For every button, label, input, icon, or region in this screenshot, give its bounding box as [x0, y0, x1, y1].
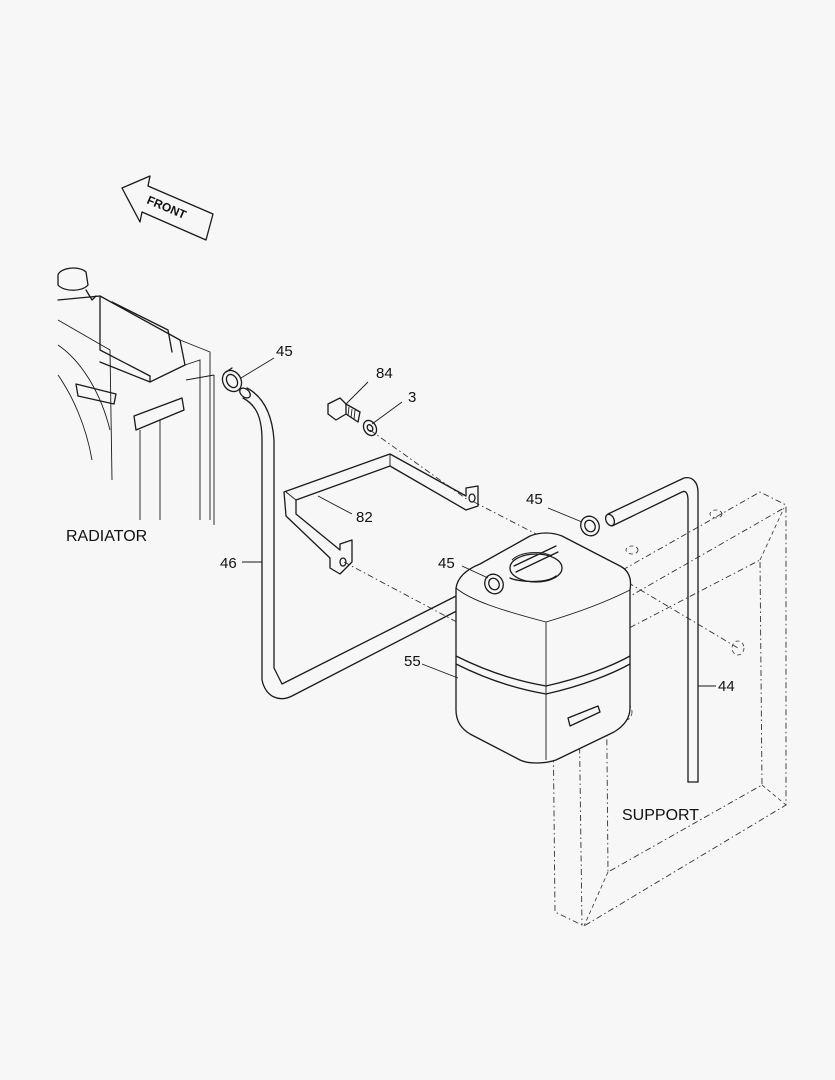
front-label: FRONT [145, 193, 189, 222]
hose-46 [239, 387, 477, 700]
radiator [57, 267, 215, 525]
callout-clamp-top: 45 [276, 343, 293, 360]
hose-44 [604, 476, 699, 783]
front-arrow: FRONT [121, 175, 214, 241]
callout-washer: 3 [408, 389, 416, 406]
clamp-45-tank [484, 573, 504, 595]
clamp-45-top [221, 367, 243, 393]
callout-bracket: 82 [356, 509, 373, 526]
callout-clamp-right: 45 [526, 491, 543, 508]
callout-hose-right: 44 [718, 678, 735, 695]
clamp-45-right [580, 515, 600, 537]
callout-bolt: 84 [376, 365, 393, 382]
support-label: SUPPORT [622, 807, 699, 824]
callout-numbers: 45 84 3 82 45 45 46 55 44 [220, 343, 735, 695]
reservoir-tank-55 [455, 532, 632, 764]
callout-hose-left: 46 [220, 555, 237, 572]
bolt-84 [327, 397, 361, 423]
radiator-label: RADIATOR [66, 528, 147, 545]
callout-tank: 55 [404, 653, 421, 670]
washer-3 [362, 419, 378, 437]
bracket-82 [283, 453, 479, 575]
callout-leaders [240, 357, 716, 687]
callout-clamp-tank: 45 [438, 555, 455, 572]
